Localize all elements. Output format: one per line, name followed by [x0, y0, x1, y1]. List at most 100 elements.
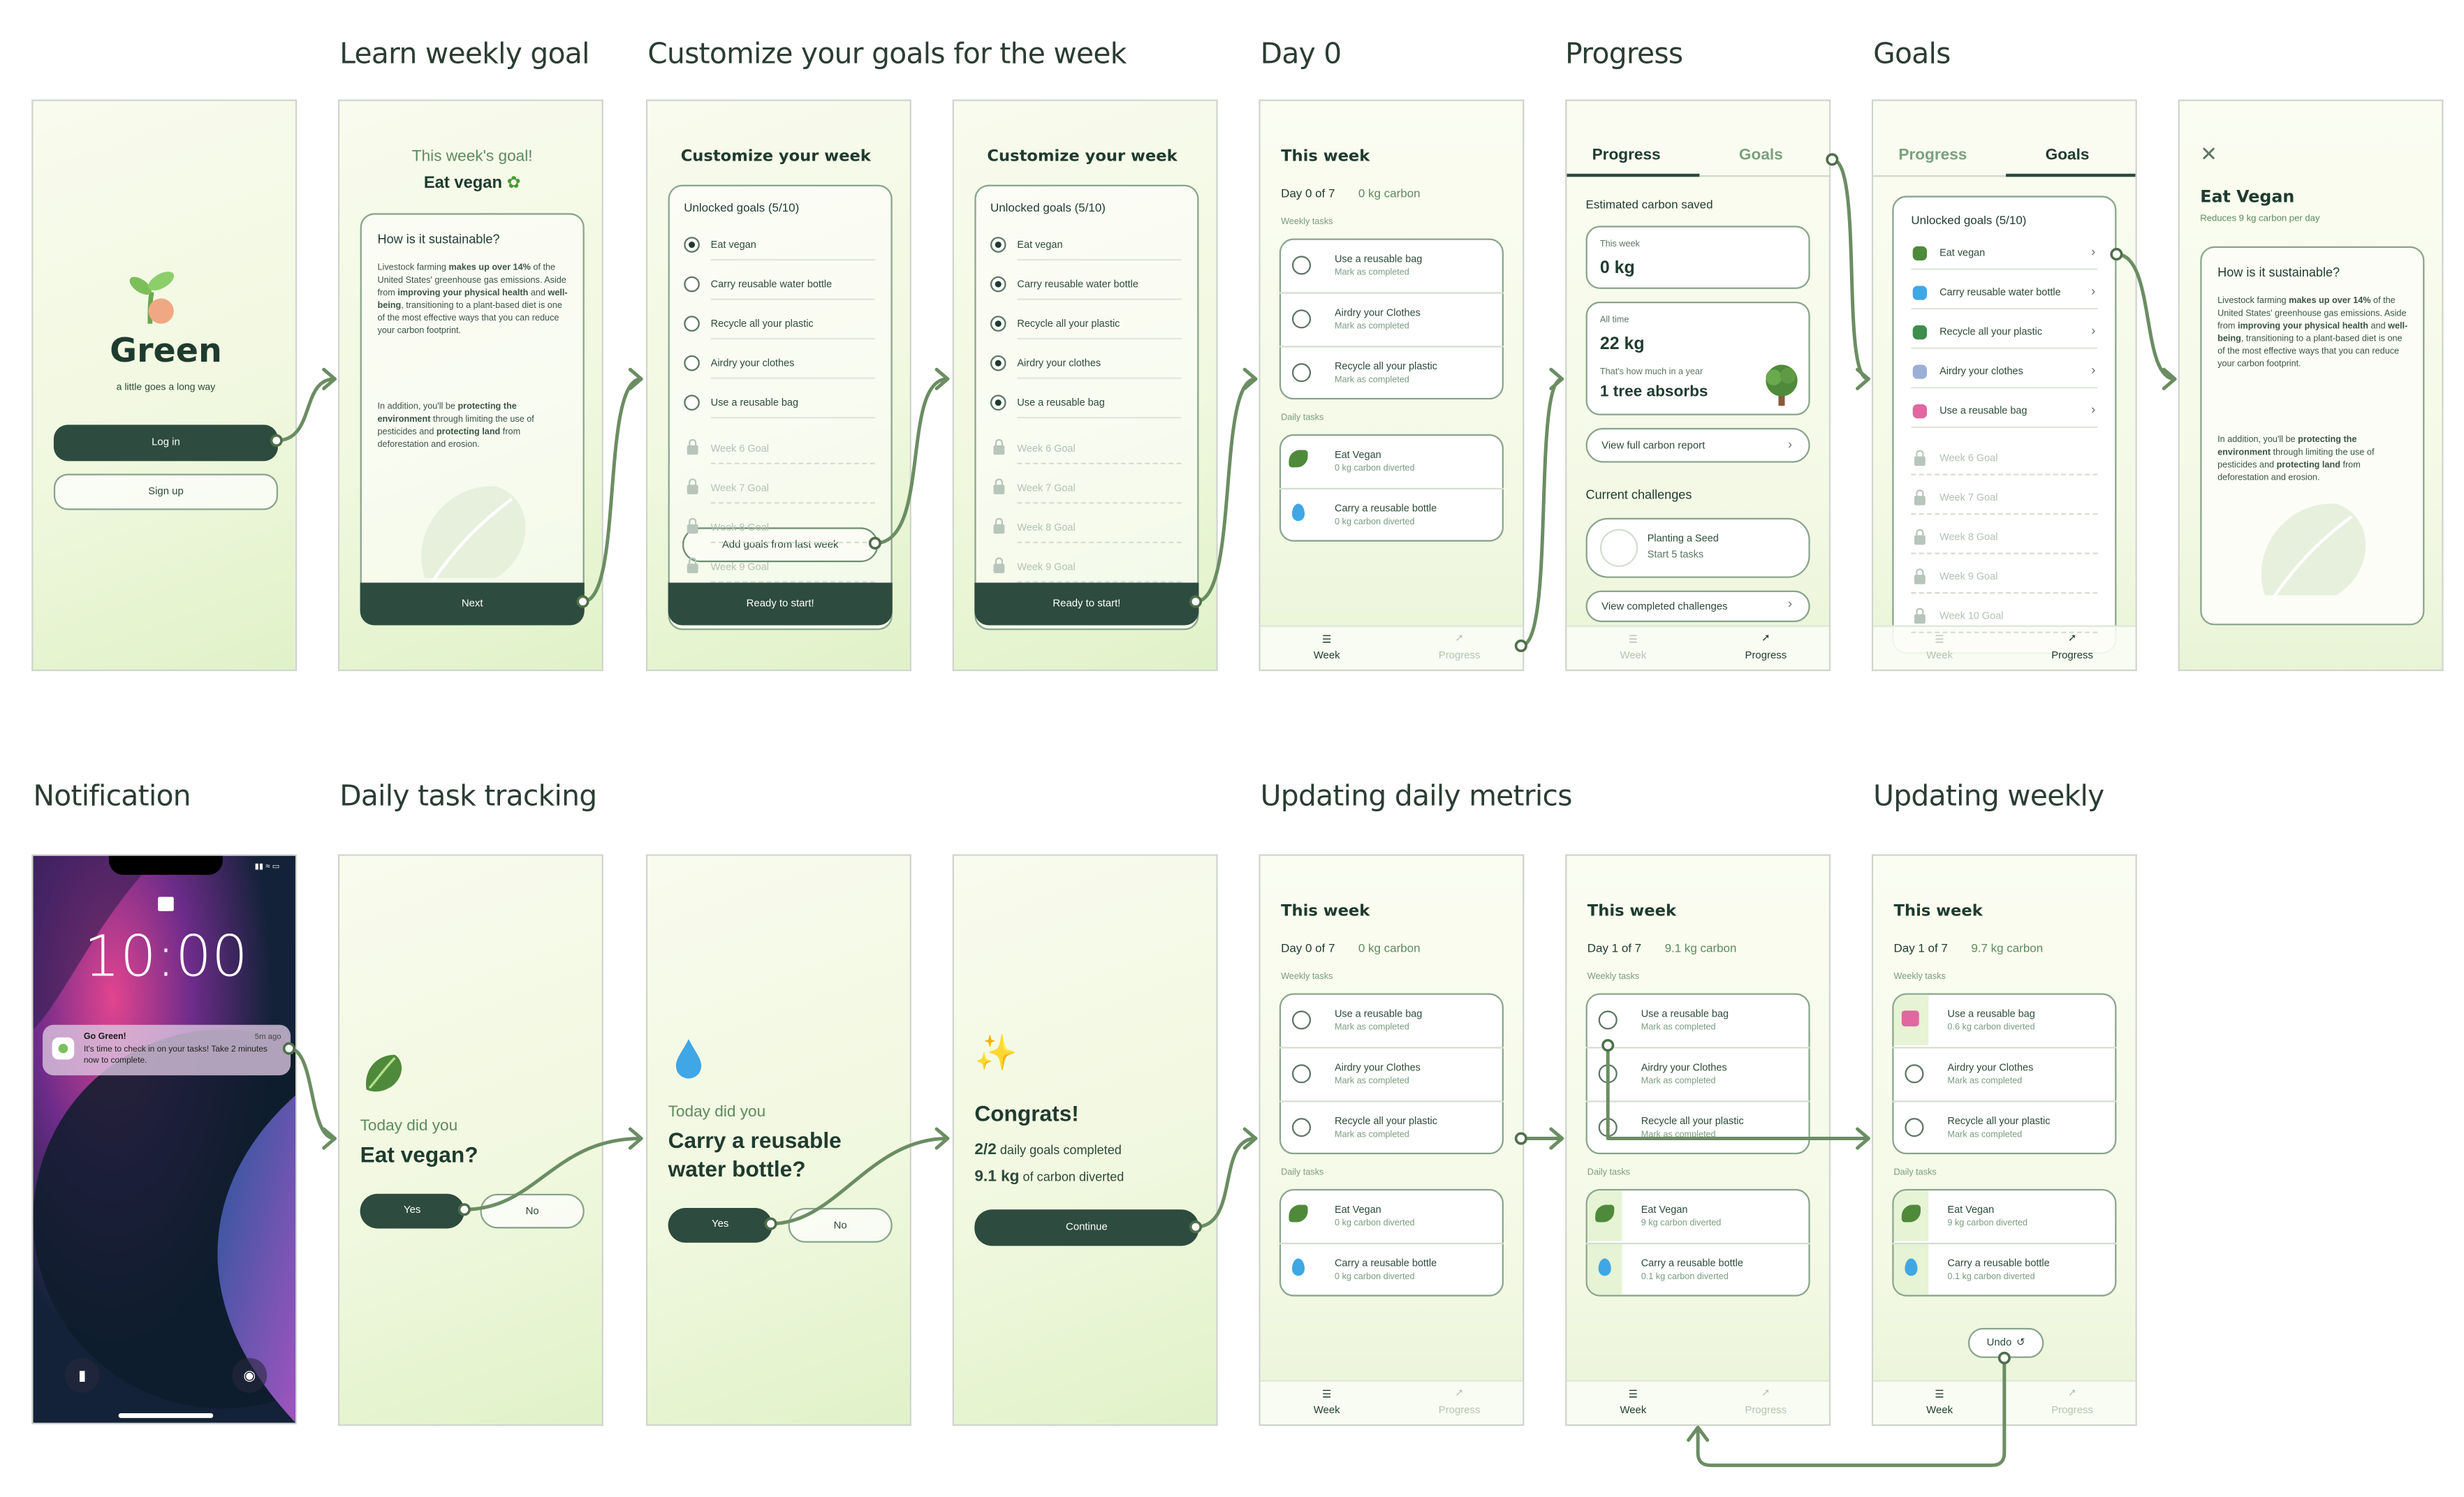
goal-option-label: Carry reusable water bottle — [710, 279, 833, 291]
task-checkbox[interactable] — [1291, 309, 1312, 329]
flashlight-icon[interactable]: ▮ — [64, 1357, 100, 1393]
goal-item-label[interactable]: Use a reusable bag — [1939, 406, 2027, 418]
task-checkbox[interactable] — [1291, 363, 1312, 383]
tab-progress[interactable]: Progress — [1592, 147, 1661, 165]
all-time-label: All time — [1599, 316, 1629, 325]
tab-week[interactable]: Week — [1313, 650, 1340, 662]
tab-progress-bottom[interactable]: Progress — [1438, 1405, 1481, 1417]
goal-radio[interactable] — [684, 276, 700, 293]
task-name: Recycle all your plastic — [1334, 1116, 1437, 1128]
goal-radio[interactable] — [684, 394, 700, 411]
undo-button[interactable]: Undo↺ — [1967, 1327, 2044, 1358]
task-sub: Mark as completed — [1334, 376, 1409, 385]
leaf-icon — [1912, 246, 1928, 261]
tab-goals[interactable]: Goals — [1738, 147, 1783, 165]
weekly-tasks-card — [1279, 993, 1504, 1155]
camera-icon[interactable]: ◉ — [232, 1357, 267, 1393]
tab-week[interactable]: Week — [1620, 650, 1647, 662]
track-pre: Today did you — [360, 1118, 458, 1136]
task-name: Recycle all your plastic — [1334, 361, 1437, 373]
daily-tasks-label: Daily tasks — [1893, 1168, 1937, 1179]
task-sub: Mark as completed — [1641, 1077, 1716, 1086]
customize-screen-2: Customize your week Unlocked goals (5/10… — [952, 99, 1218, 672]
tab-progress-bottom[interactable]: Progress — [1745, 1405, 1787, 1417]
carbon-total: 9.7 kg carbon — [1971, 941, 2044, 956]
tab-week[interactable]: Week — [1926, 650, 1953, 662]
locked-goal-label: Week 10 Goal — [1939, 611, 2004, 623]
task-name: Carry a reusable bottle — [1334, 503, 1437, 515]
task-sub: 9 kg carbon diverted — [1947, 1218, 2028, 1229]
challenge-card[interactable]: Planting a Seed Start 5 tasks — [1585, 517, 1810, 578]
tab-goals[interactable]: Goals — [2045, 147, 2090, 165]
completed-challenges-button[interactable]: View completed challenges — [1585, 590, 1810, 623]
task-checkbox[interactable] — [1291, 1010, 1312, 1030]
chevron-right-icon: › — [2091, 363, 2096, 378]
task-checkbox[interactable] — [1291, 1064, 1312, 1084]
goal-radio[interactable] — [990, 394, 1006, 411]
goal-item-label[interactable]: Carry reusable water bottle — [1939, 287, 2061, 299]
goal-radio[interactable] — [990, 276, 1006, 293]
goal-option-label: Carry reusable water bottle — [1017, 279, 1138, 291]
tab-bar: ☰Week➚Progress — [1260, 625, 1523, 670]
continue-button[interactable]: Continue — [974, 1209, 1199, 1246]
tab-week[interactable]: Week — [1313, 1405, 1340, 1417]
close-icon[interactable]: ✕ — [2200, 142, 2217, 166]
goal-radio[interactable] — [684, 316, 700, 332]
task-sub: Mark as completed — [1334, 322, 1409, 332]
task-sub: Mark as completed — [1641, 1130, 1716, 1140]
full-report-button[interactable]: View full carbon report — [1585, 427, 1810, 463]
tab-progress-bottom[interactable]: Progress — [1438, 650, 1481, 662]
water-drop-icon — [1905, 1258, 1918, 1276]
section-title: Daily task tracking — [339, 780, 597, 813]
no-button[interactable]: No — [788, 1208, 893, 1243]
task-checkbox[interactable] — [1598, 1010, 1618, 1030]
goal-radio[interactable] — [990, 316, 1006, 332]
day-label: Day 1 of 7 — [1587, 941, 1642, 956]
trend-icon: ➚ — [1455, 1387, 1464, 1399]
task-checkbox[interactable] — [1905, 1118, 1924, 1137]
task-checkbox[interactable] — [1905, 1064, 1924, 1084]
goal-item-label[interactable]: Recycle all your plastic — [1939, 327, 2043, 338]
this-week-label: This week — [1599, 239, 1640, 250]
tab-week-icon: ☰ — [1935, 635, 1944, 646]
weekly-tasks-label: Weekly tasks — [1893, 973, 1946, 982]
goal-radio[interactable] — [990, 355, 1006, 371]
locked-goal-label: Week 7 Goal — [1017, 483, 1076, 494]
yes-button[interactable]: Yes — [360, 1193, 464, 1229]
goal-radio[interactable] — [684, 237, 700, 253]
task-name: Recycle all your plastic — [1947, 1116, 2051, 1128]
task-checkbox[interactable] — [1291, 1118, 1312, 1137]
ready-button[interactable]: Ready to start! — [974, 582, 1199, 626]
next-button[interactable]: Next — [360, 582, 585, 626]
goal-item-label[interactable]: Airdry your clothes — [1939, 366, 2023, 378]
challenge-progress-ring — [1599, 529, 1638, 567]
leaf-icon: ✿ — [506, 173, 521, 193]
task-checkbox[interactable] — [1598, 1118, 1618, 1137]
lock-icon — [1914, 450, 1926, 466]
no-button[interactable]: No — [480, 1193, 585, 1229]
tab-progress-bottom[interactable]: Progress — [2051, 1405, 2093, 1417]
goal-radio[interactable] — [990, 237, 1006, 253]
goal-option-label: Recycle all your plastic — [710, 318, 814, 330]
detail-title: Eat Vegan — [2200, 188, 2295, 207]
login-button[interactable]: Log in — [53, 425, 279, 462]
locked-goal-label: Week 6 Goal — [1939, 453, 1998, 464]
notification-card[interactable]: Go Green! 5m ago It's time to check in o… — [43, 1024, 291, 1076]
tab-progress-bottom[interactable]: Progress — [2051, 650, 2093, 662]
goal-radio[interactable] — [684, 355, 700, 371]
yes-button[interactable]: Yes — [668, 1208, 772, 1243]
trend-icon: ➚ — [1455, 633, 1464, 644]
tab-progress[interactable]: Progress — [1898, 147, 1967, 165]
task-name: Airdry your Clothes — [1947, 1062, 2034, 1074]
tab-week[interactable]: Week — [1926, 1405, 1953, 1417]
task-checkbox[interactable] — [1291, 256, 1312, 275]
tab-progress-bottom[interactable]: Progress — [1745, 650, 1787, 662]
ready-button[interactable]: Ready to start! — [668, 582, 893, 626]
task-checkbox[interactable] — [1598, 1064, 1618, 1084]
tab-week[interactable]: Week — [1620, 1405, 1647, 1417]
signup-button[interactable]: Sign up — [53, 473, 279, 510]
goal-item-label[interactable]: Eat vegan — [1939, 248, 1986, 259]
